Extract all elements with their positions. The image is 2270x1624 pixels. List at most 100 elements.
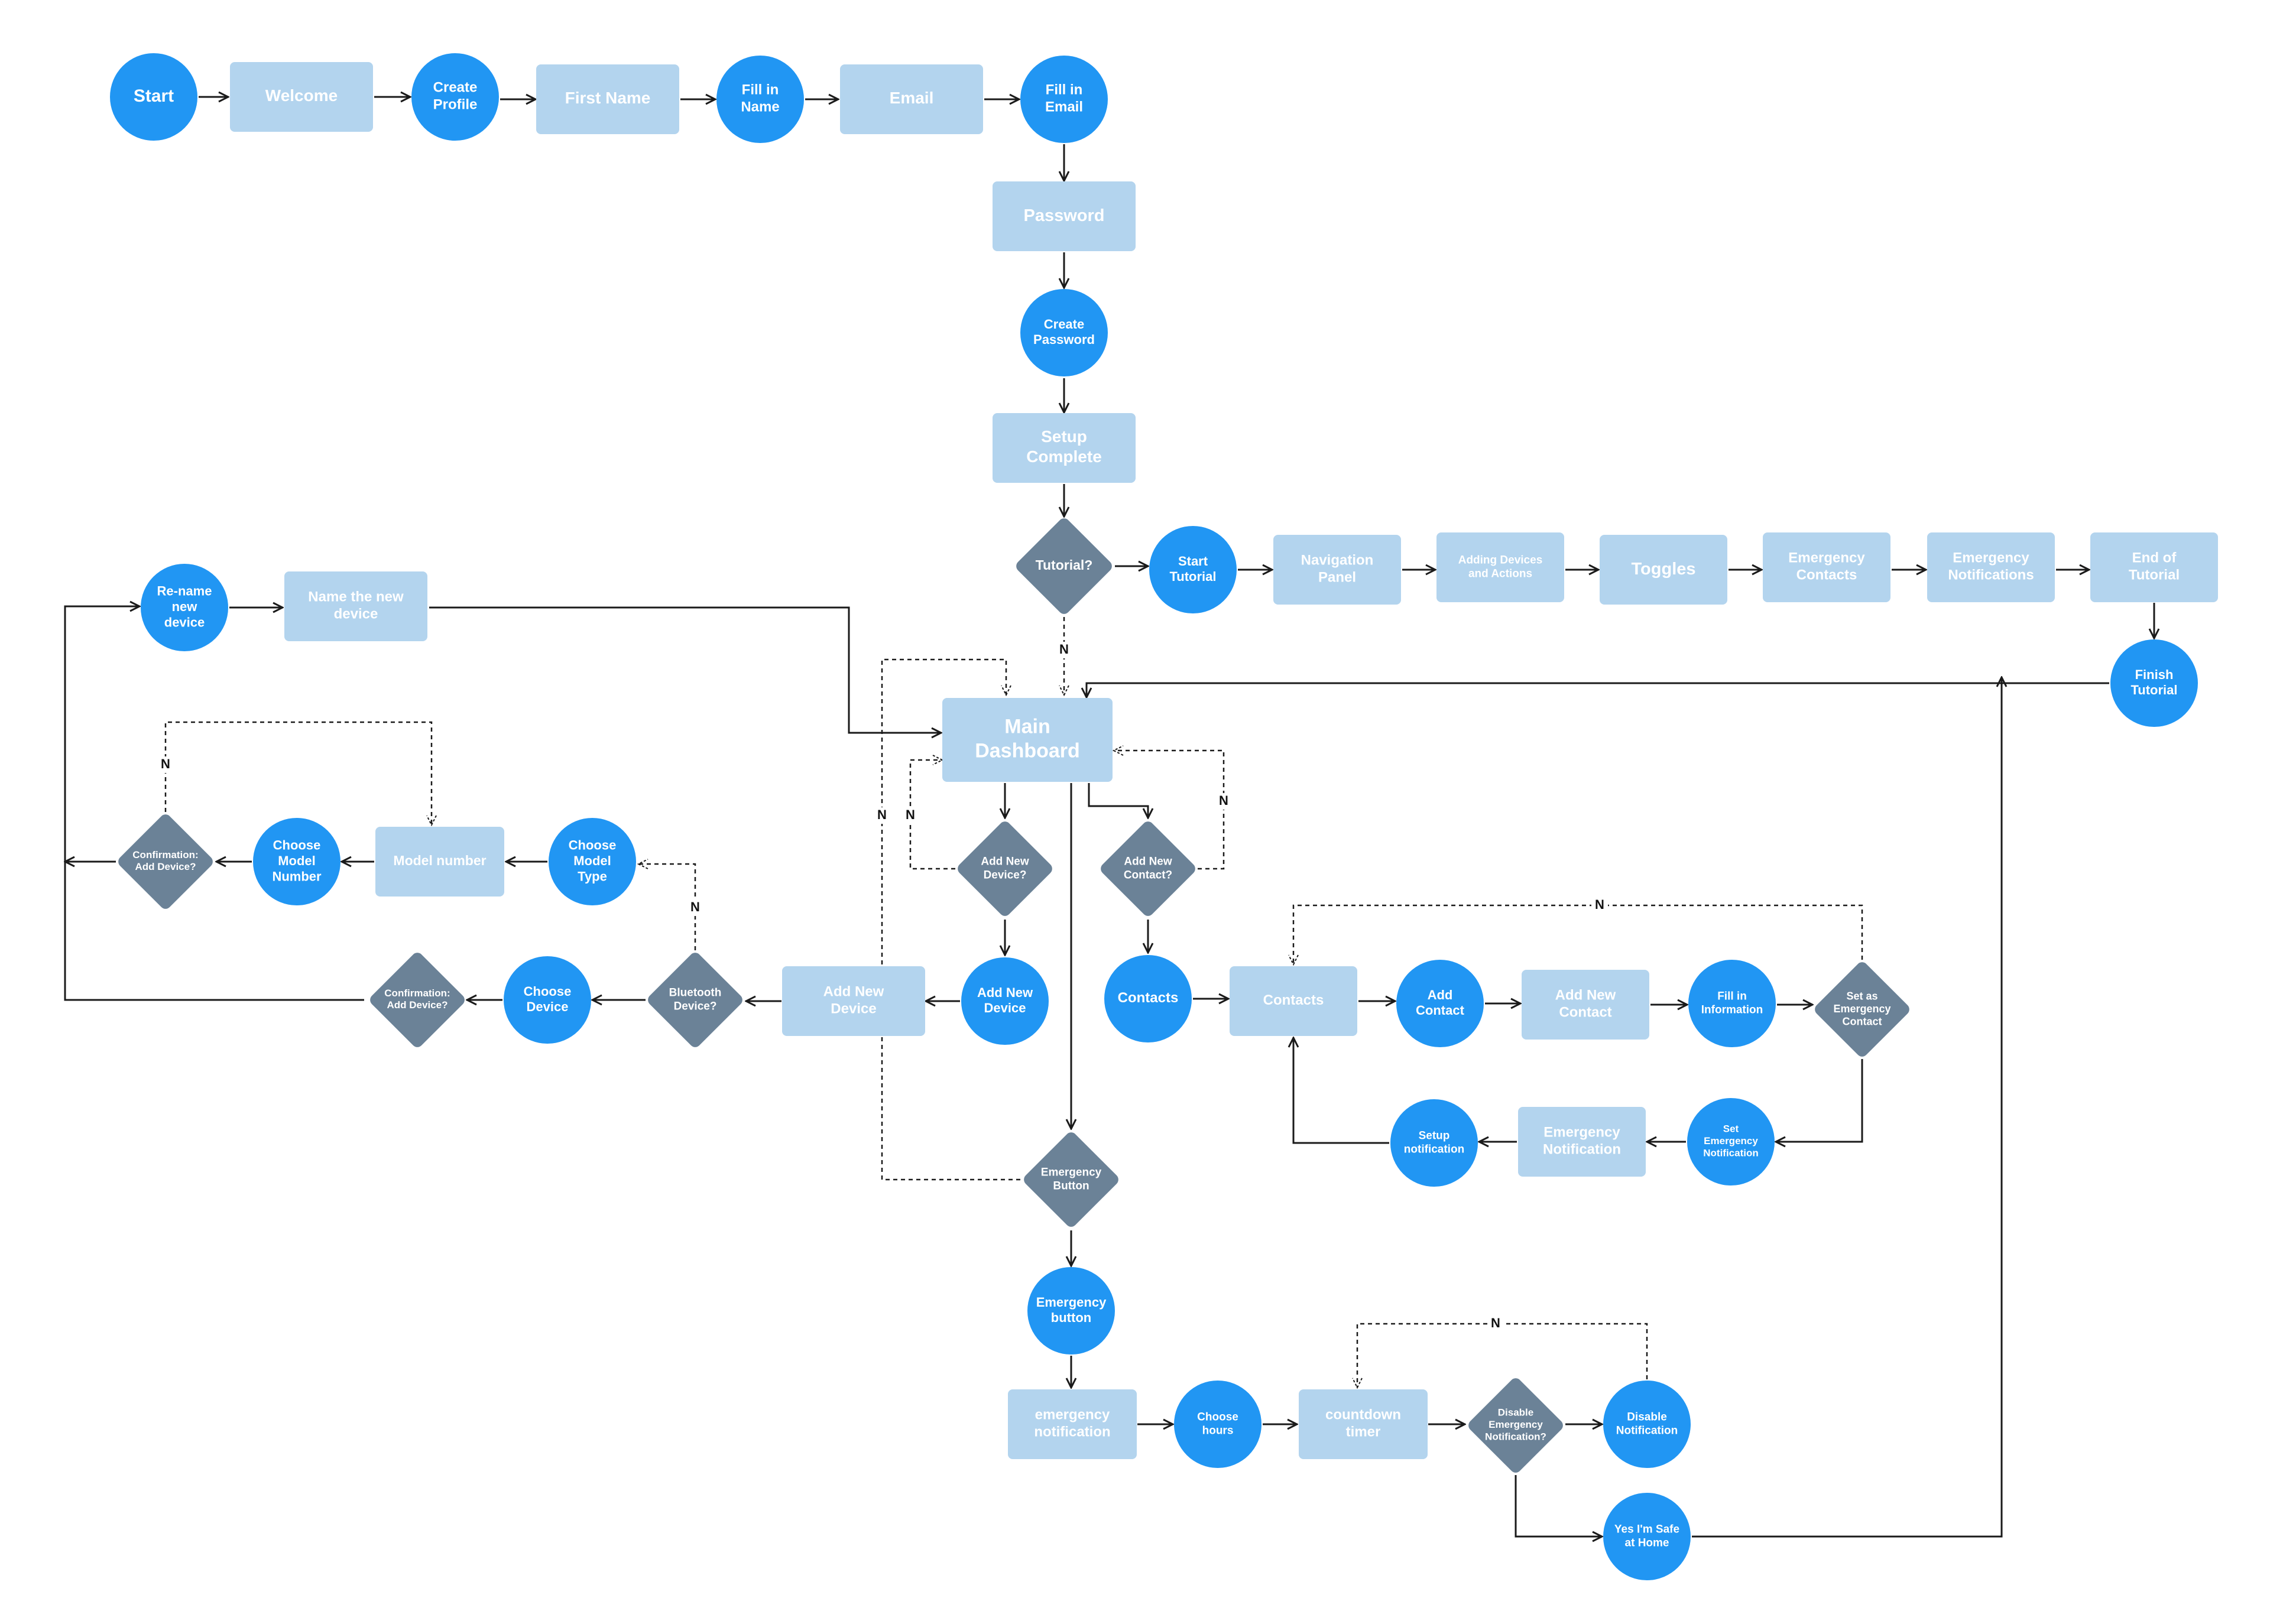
rect-shape (1436, 532, 1564, 602)
no-branch-label: N (161, 756, 170, 771)
no-label-bg (1487, 1316, 1504, 1332)
diamond-shape (370, 953, 465, 1047)
node-label: Model number (393, 853, 486, 868)
no-branch-label: N (906, 807, 915, 822)
circle-shape (504, 956, 591, 1044)
circle-shape (1688, 960, 1776, 1047)
circle-shape (549, 818, 636, 905)
no-branch-label: N (1491, 1316, 1500, 1330)
rect-shape (1600, 535, 1727, 605)
rect-shape (1518, 1107, 1646, 1177)
edge-finish-to-dashboard (1087, 682, 2109, 697)
node-email: Email (840, 64, 983, 134)
circle-shape (1020, 289, 1108, 376)
circle-shape (1396, 960, 1484, 1047)
node-label: Contacts (1118, 990, 1179, 1006)
node-confirm-add-2: Confirmation:Add Device? (370, 953, 465, 1047)
circle-shape (1020, 56, 1108, 143)
diamond-shape (118, 814, 213, 909)
node-label: Email (890, 89, 934, 107)
node-start: Start (110, 53, 197, 141)
circle-shape (1603, 1381, 1691, 1468)
edge-arrow (1776, 1059, 1863, 1142)
diamond-shape (1016, 518, 1112, 614)
rect-shape (1273, 535, 1401, 605)
circle-shape (411, 53, 499, 141)
rect-shape (1927, 532, 2055, 602)
no-label-bg (687, 899, 703, 916)
edge-safe-to-dashboard (1692, 677, 2002, 1538)
circle-shape (1149, 526, 1237, 613)
circle-shape (1027, 1267, 1115, 1355)
no-label-bg (902, 807, 919, 824)
edge-set-emergency-no (1293, 904, 1863, 964)
node-first-name: First Name (536, 64, 679, 134)
node-tutorial-q: Tutorial? (1016, 518, 1112, 614)
diamond-shape (648, 953, 742, 1047)
rect-shape (840, 64, 983, 134)
node-label: Welcome (265, 86, 338, 105)
edge-add-device-no (909, 760, 955, 870)
node-welcome: Welcome (230, 62, 373, 132)
rect-shape (230, 62, 373, 132)
edge-bluetooth-no (638, 864, 696, 950)
diamond-shape (1815, 962, 1909, 1057)
node-label: First Name (565, 89, 651, 107)
rect-shape (1230, 966, 1357, 1036)
no-branch-label: N (877, 807, 887, 822)
rect-shape (1522, 970, 1649, 1040)
circle-shape (110, 53, 197, 141)
node-label: Contacts (1263, 992, 1324, 1008)
circle-shape (716, 56, 804, 143)
diamond-shape (1024, 1132, 1118, 1227)
edge-emergency-no (881, 658, 1020, 1181)
node-contacts-rect: Contacts (1230, 966, 1357, 1036)
